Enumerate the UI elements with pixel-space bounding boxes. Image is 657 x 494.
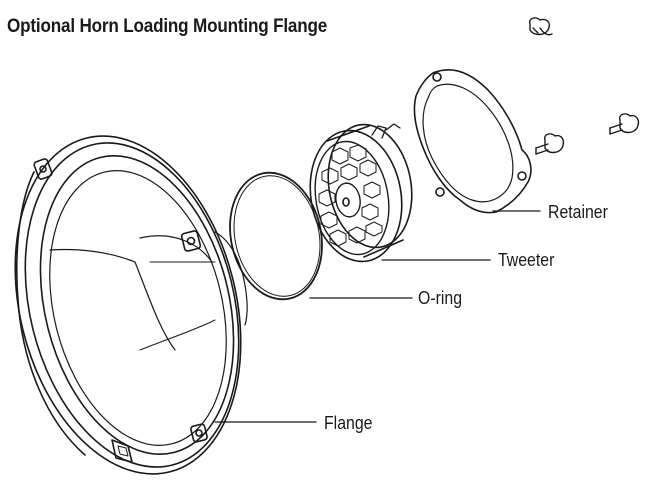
screw bbox=[609, 113, 640, 135]
retainer-screw-hole bbox=[432, 72, 442, 82]
label-oring: O-ring bbox=[418, 288, 463, 308]
flange-part bbox=[14, 135, 248, 475]
retainer-screw-hole bbox=[517, 171, 527, 181]
oring-part bbox=[229, 171, 323, 301]
tweeter-grille bbox=[318, 144, 383, 247]
retainer-part bbox=[413, 69, 532, 214]
retainer-screw-hole bbox=[435, 187, 445, 197]
flange-mounting-boss bbox=[33, 158, 53, 180]
label-tweeter: Tweeter bbox=[498, 250, 555, 270]
screw bbox=[528, 17, 553, 36]
screw bbox=[535, 133, 565, 155]
label-flange: Flange bbox=[324, 413, 373, 433]
flange-bottom-tab bbox=[111, 439, 133, 463]
flange-mounting-boss bbox=[190, 423, 208, 443]
leader-lines bbox=[214, 210, 541, 423]
diagram-title: Optional Horn Loading Mounting Flange bbox=[7, 16, 328, 37]
label-retainer: Retainer bbox=[548, 202, 608, 222]
flange-mounting-boss bbox=[180, 230, 202, 252]
tweeter-part bbox=[309, 123, 413, 263]
